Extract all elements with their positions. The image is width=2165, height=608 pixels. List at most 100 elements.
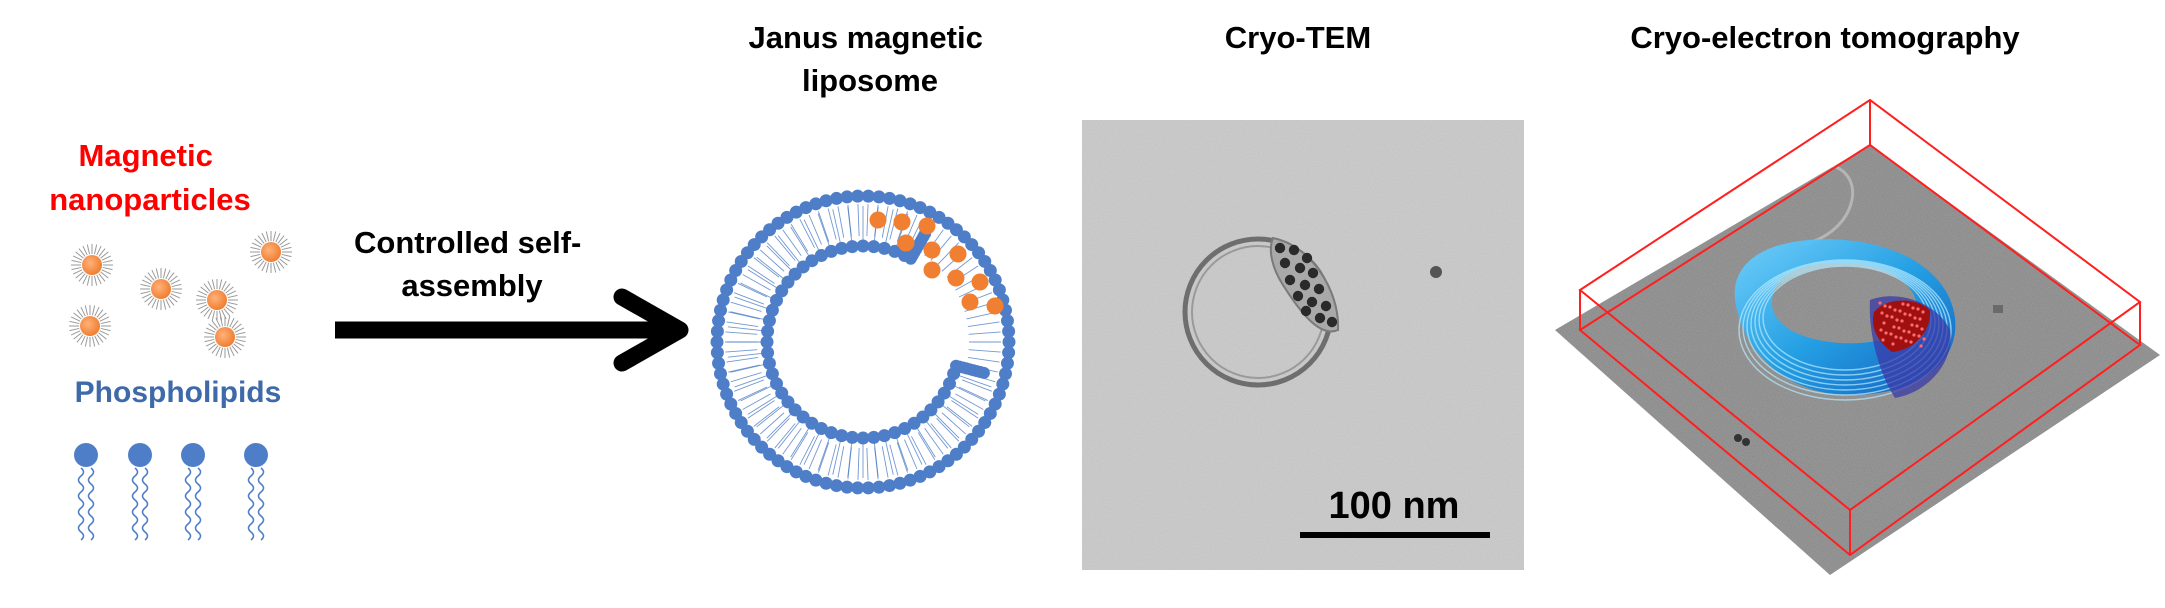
small-particle	[1430, 266, 1442, 278]
lipid-head	[877, 429, 891, 443]
cluster-particle	[1913, 316, 1917, 320]
lipid-head	[999, 367, 1013, 381]
lipid-head	[799, 469, 813, 483]
nanoparticles-label-line1: Magnetic	[79, 138, 213, 173]
cluster-particle	[1910, 323, 1914, 327]
cluster-particle	[1915, 324, 1919, 328]
cluster-particle	[1889, 332, 1893, 336]
self-assembly-process: Controlled self- assembly	[335, 225, 689, 372]
embedded-nanoparticle	[918, 217, 936, 235]
lipid-head	[835, 429, 849, 443]
cluster-particle	[1894, 335, 1898, 339]
phospholipids-label: Phospholipids	[75, 376, 282, 409]
lipid-head	[762, 356, 776, 370]
scale-bar-label: 100 nm	[1329, 485, 1460, 527]
tem-nanoparticle	[1300, 305, 1312, 317]
lipid-head	[710, 335, 724, 349]
lipid-head	[710, 324, 724, 338]
cluster-particle	[1878, 301, 1882, 305]
free-nanoparticles	[69, 231, 292, 358]
lipid-head	[1000, 356, 1014, 370]
lipid-head	[888, 244, 902, 258]
process-label: Controlled self- assembly	[354, 225, 590, 303]
tomogram-bounding-box	[1578, 98, 2142, 557]
cluster-particle	[1897, 326, 1901, 330]
cluster-particle	[1893, 308, 1897, 312]
cluster-particle	[1911, 306, 1915, 310]
embedded-nanoparticle	[923, 241, 941, 259]
embedded-nanoparticle	[949, 245, 967, 263]
cluster-particle	[1903, 312, 1907, 316]
lipid-head	[898, 421, 912, 435]
embedded-nanoparticle	[961, 293, 979, 311]
lipid-head	[761, 346, 775, 360]
tem-nanoparticle	[1292, 290, 1304, 302]
tomography-title: Cryo-electron tomography	[1630, 20, 2020, 55]
lipid-head	[713, 367, 727, 381]
lipid-head	[913, 201, 927, 215]
phospholipid	[74, 443, 98, 541]
tem-nanoparticle	[1279, 257, 1291, 269]
tem-nanoparticle	[1288, 244, 1300, 256]
lipid-head	[765, 303, 779, 317]
lipid-head	[809, 197, 823, 211]
process-label-line2: assembly	[401, 268, 543, 303]
lipid-head	[713, 303, 727, 317]
lipid-head	[883, 479, 897, 493]
cluster-particle	[1906, 303, 1910, 307]
process-label-line1: Controlled self-	[354, 225, 581, 260]
cluster-particle	[1895, 318, 1899, 322]
lipid-head	[883, 191, 897, 205]
membrane-stripe	[1738, 259, 1952, 401]
nanoparticle	[204, 316, 246, 358]
nanoparticles-label-line2: nanoparticles	[49, 182, 251, 217]
cluster-particle	[1898, 309, 1902, 313]
cluster-particle	[1902, 329, 1906, 333]
liposome-bilayer	[710, 189, 1016, 495]
liposome-title-line2: liposome	[802, 63, 938, 98]
tem-nanoparticle	[1326, 316, 1338, 328]
cluster-particle	[1885, 314, 1889, 318]
lipid-head	[712, 314, 726, 328]
lipid-head	[789, 205, 803, 219]
cryo-tem-panel: Cryo-TEM 100 nm	[1082, 20, 1524, 570]
lipid-head	[851, 189, 865, 203]
lipid-head	[1000, 314, 1014, 328]
lipid-head	[716, 293, 730, 307]
cluster-particle	[1880, 311, 1884, 315]
cluster-particle	[1883, 304, 1887, 308]
phospholipid	[181, 443, 205, 541]
embedded-nanoparticle	[923, 261, 941, 279]
lipid-head	[856, 239, 870, 253]
nanoparticle	[250, 231, 292, 273]
lipid-head	[845, 430, 859, 444]
lipid-head	[867, 240, 881, 254]
lipid-head	[872, 480, 886, 494]
lipid-head	[840, 190, 854, 204]
free-phospholipids	[74, 443, 268, 541]
cluster-particle	[1907, 330, 1911, 334]
segmented-membrane	[1734, 239, 1956, 401]
tem-nanoparticle	[1320, 300, 1332, 312]
cluster-particle	[1918, 317, 1922, 321]
lipid-head	[712, 356, 726, 370]
lipid-head	[840, 480, 854, 494]
tem-nanoparticle	[1301, 252, 1313, 264]
cluster-particle	[1920, 327, 1924, 331]
embedded-nanoparticle	[947, 269, 965, 287]
components-panel: Magnetic nanoparticles Phospholipids	[49, 138, 292, 541]
embedded-nanoparticle	[869, 211, 887, 229]
lipid-head	[992, 283, 1006, 297]
tem-nanoparticle	[1294, 262, 1306, 274]
nanoparticle-cluster	[1872, 300, 1931, 352]
cluster-particle	[1891, 342, 1895, 346]
lipid-head	[893, 476, 907, 490]
cluster-particle	[1901, 302, 1905, 306]
cluster-particle	[1916, 307, 1920, 311]
lipid-head	[861, 189, 875, 203]
cluster-particle	[1904, 339, 1908, 343]
cluster-particle	[1909, 340, 1913, 344]
cluster-particle	[1882, 321, 1886, 325]
embedded-nanoparticle	[893, 213, 911, 231]
cluster-particle	[1888, 305, 1892, 309]
